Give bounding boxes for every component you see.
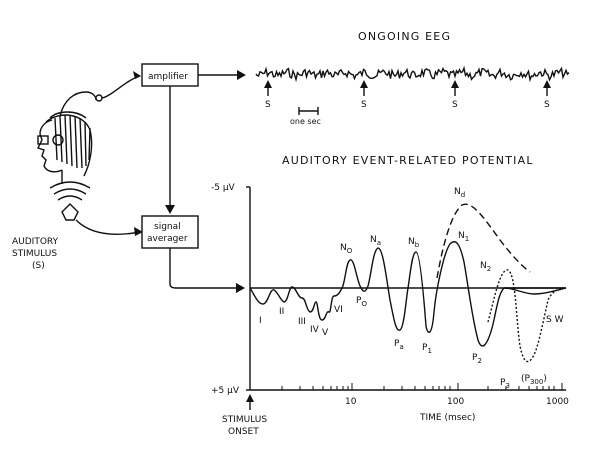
erp-component-labels: I II III IV V VI NO PO Na Pa Nb P1 N1 Nd… xyxy=(259,187,564,390)
time-scale-label: one sec xyxy=(290,117,321,126)
stimulus-marker-1: S xyxy=(264,80,272,110)
label-P0: PO xyxy=(356,296,367,308)
stimulus-marker-4: S xyxy=(543,80,551,110)
label-Nd: Nd xyxy=(454,187,465,199)
erp-title: AUDITORY EVENT-RELATED POTENTIAL xyxy=(282,154,534,167)
arrow-to-amplifier xyxy=(133,71,141,79)
label-N2: N2 xyxy=(480,261,491,273)
label-SW: S W xyxy=(546,315,564,325)
erp-nd-dashed-curve xyxy=(436,203,531,279)
x-axis-ticks xyxy=(281,383,563,390)
label-VI: VI xyxy=(334,305,343,315)
x-tick-100: 100 xyxy=(447,397,464,407)
arrowhead-erp xyxy=(236,283,245,293)
signal-averager-label-2: averager xyxy=(147,234,188,244)
x-tick-10: 10 xyxy=(345,397,357,407)
label-P2: P2 xyxy=(472,353,482,365)
stimulus-marker-2: S xyxy=(360,80,368,110)
eeg-title: ONGOING EEG xyxy=(358,30,451,43)
subject-head-illustration xyxy=(37,91,97,184)
stimulus-onset-arrow xyxy=(246,394,254,410)
arrowhead-averager xyxy=(165,205,175,214)
label-Pa: Pa xyxy=(394,339,404,351)
label-Na: Na xyxy=(370,235,381,247)
label-Nb: Nb xyxy=(408,237,420,249)
stimulus-marker-3: S xyxy=(451,80,459,110)
signal-averager-label-1: signal xyxy=(154,222,181,232)
label-I: I xyxy=(259,316,262,326)
label-N1: N1 xyxy=(458,231,469,243)
arrow-to-averager xyxy=(134,227,143,236)
stimulus-wire xyxy=(75,219,141,235)
arrowhead-eeg xyxy=(237,70,246,80)
electrode-wire xyxy=(101,75,141,99)
label-V: V xyxy=(322,328,329,338)
stimulus-markers: S S S S xyxy=(264,80,551,110)
y-top-label: -5 µV xyxy=(211,183,236,193)
label-IV: IV xyxy=(310,325,320,335)
stimulus-mark-3: S xyxy=(452,100,458,110)
label-II: II xyxy=(279,307,284,317)
label-P3: P3 xyxy=(500,378,510,390)
erp-sw-curve xyxy=(503,287,567,295)
erp-waveform xyxy=(249,241,566,347)
label-P1: P1 xyxy=(422,343,432,355)
label-P300: (P300) xyxy=(521,374,547,386)
y-bottom-label: +5 µV xyxy=(211,386,240,396)
eeg-trace xyxy=(255,65,570,83)
erp-p300-dotted-curve xyxy=(487,269,563,363)
x-axis-label: TIME (msec) xyxy=(419,413,475,423)
stimulus-mark-1: S xyxy=(265,100,271,110)
stimulus-label-line1: AUDITORY xyxy=(12,237,59,247)
label-III: III xyxy=(298,317,306,327)
onset-label-1: STIMULUS xyxy=(222,415,267,425)
stimulus-mark-2: S xyxy=(361,100,367,110)
stimulus-mark-4: S xyxy=(544,100,550,110)
electrode-icon xyxy=(95,94,103,102)
stimulus-label-line3: (S) xyxy=(32,261,45,271)
onset-label-2: ONSET xyxy=(228,427,259,437)
label-N0: NO xyxy=(340,243,353,255)
averager-to-erp-line xyxy=(169,248,238,289)
x-tick-1000: 1000 xyxy=(546,397,569,407)
amplifier-label: amplifier xyxy=(148,72,188,82)
speaker-icon xyxy=(49,181,91,221)
stimulus-label-line2: STIMULUS xyxy=(12,249,57,259)
time-scale-bar: one sec xyxy=(290,107,321,126)
